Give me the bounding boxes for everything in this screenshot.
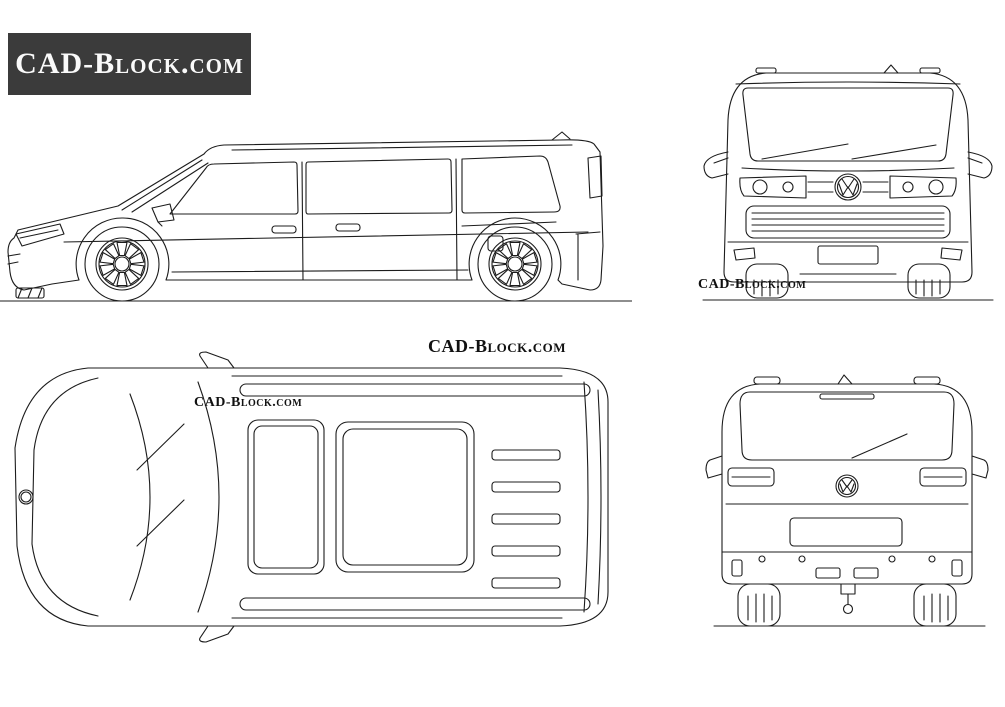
diffuser-right (853, 567, 879, 579)
front-view-drawing (702, 64, 994, 301)
rear-view-wheels (737, 583, 957, 627)
fog-light-right (940, 247, 963, 261)
left-headlight (739, 175, 807, 199)
roof-rail-end (919, 67, 941, 74)
front-door-seam (301, 161, 304, 281)
windshield-top-edge (197, 381, 220, 613)
vw-emblem (835, 474, 859, 498)
door-handle-slider (335, 223, 361, 232)
rear-wheel (478, 227, 552, 301)
headlight (15, 223, 65, 247)
sliding-door-window (305, 158, 453, 215)
front-intake (15, 287, 45, 299)
sunroof-front (247, 419, 325, 575)
roof-rail-end (913, 376, 941, 385)
reflector-left (731, 559, 743, 577)
wipers (761, 143, 937, 160)
roof-rail-left (239, 383, 591, 397)
fuel-flap (487, 235, 504, 252)
windshield (742, 87, 954, 162)
tow-hitch (840, 583, 856, 605)
roof-rail-end (755, 67, 777, 74)
vw-emblem (834, 173, 862, 201)
roof-rail-end (753, 376, 781, 385)
fog-light-left (733, 247, 756, 261)
license-recess (789, 517, 903, 547)
taillight (587, 155, 603, 199)
watermark-center: CAD-Block.com (428, 336, 567, 356)
roof-ribs (491, 449, 561, 589)
door-handle-front (271, 225, 297, 234)
cowl-line (129, 393, 151, 601)
side-view-drawing (0, 131, 632, 302)
spoiler-edge (597, 389, 602, 605)
grille (745, 205, 951, 239)
vw-emblem (18, 489, 34, 505)
front-door-window (169, 161, 299, 215)
wipers (136, 423, 185, 547)
roof-antenna-fin (883, 64, 899, 74)
brand-badge-label: CAD-Block.com (15, 47, 244, 80)
sliding-door-seam (455, 158, 458, 281)
van-body-outline (721, 383, 973, 585)
tailgate-seam (583, 381, 589, 613)
van-body-outline (7, 139, 604, 291)
right-headlight (889, 175, 957, 199)
wiper (851, 433, 908, 459)
watermark-front-view: CAD-Block.com (698, 277, 807, 292)
sunroof-rear (335, 421, 475, 573)
rear-window (739, 391, 955, 461)
right-mirror (199, 625, 235, 643)
right-mirror (967, 151, 993, 179)
left-mirror (703, 151, 729, 179)
roof-antenna-fin (551, 131, 571, 141)
brand-badge: CAD-Block.com (8, 33, 251, 95)
right-mirror (971, 455, 989, 479)
right-taillight (919, 467, 967, 487)
rear-view-drawing (705, 374, 989, 627)
top-view-drawing (14, 351, 609, 643)
van-body-outline (14, 367, 609, 627)
quarter-window (461, 155, 561, 214)
front-wheel (85, 227, 159, 301)
watermark-top-view: CAD-Block.com (194, 395, 303, 410)
left-mirror (199, 351, 235, 369)
front-view-wheels (745, 263, 951, 299)
brake-light (819, 393, 875, 400)
reflector-right (951, 559, 963, 577)
roof-antenna-fin (837, 374, 853, 385)
sliding-rail (461, 221, 557, 227)
roof-rail-right (239, 597, 591, 611)
license-plate (817, 245, 879, 265)
left-mirror (705, 455, 723, 479)
diffuser-left (815, 567, 841, 579)
left-taillight (727, 467, 775, 487)
van-body-outline (723, 72, 973, 283)
side-mirror (151, 203, 175, 227)
